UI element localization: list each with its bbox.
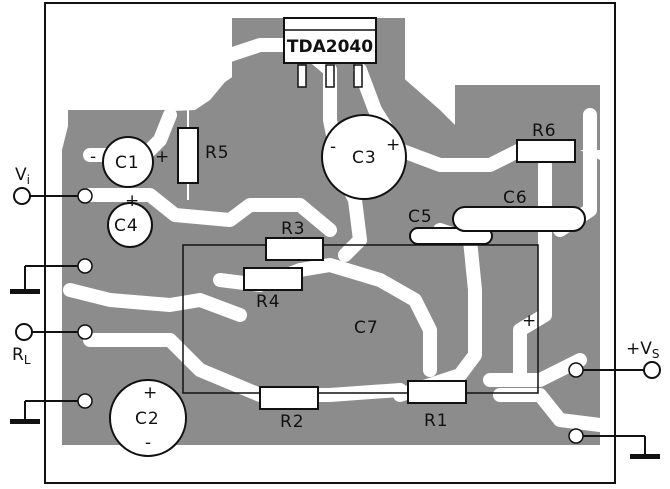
c6-body bbox=[452, 206, 586, 232]
channel-right-vertical bbox=[513, 158, 552, 387]
channel-bottom bbox=[83, 333, 407, 402]
terminal-rl-circle bbox=[15, 323, 33, 341]
terminal-rl-label: RL bbox=[12, 345, 31, 367]
terminal-vi-main: V bbox=[15, 165, 27, 185]
capacitor-c4: C4 + bbox=[107, 191, 153, 248]
terminal-vi-circle bbox=[13, 187, 31, 205]
resistor-r1: R1 bbox=[407, 380, 467, 431]
ic-body bbox=[283, 17, 377, 64]
channel-ic-right bbox=[353, 63, 527, 172]
c4-body bbox=[107, 202, 153, 248]
ic-tda2040: TDA2040 bbox=[283, 17, 377, 88]
r2-body bbox=[259, 386, 319, 410]
c3-body bbox=[321, 114, 407, 200]
ic-label: TDA2040 bbox=[287, 37, 373, 57]
c2-label: C2 bbox=[135, 409, 160, 429]
ic-pin-3 bbox=[325, 64, 335, 88]
r1-body bbox=[407, 380, 467, 404]
c6-label: C6 bbox=[503, 188, 528, 208]
r3-label: R3 bbox=[281, 219, 306, 239]
pad-gnd-in bbox=[77, 258, 93, 274]
r3-body bbox=[265, 237, 324, 261]
terminal-vs-main: +V bbox=[626, 339, 652, 359]
r4-label: R4 bbox=[256, 292, 281, 312]
terminal-vs-circle bbox=[643, 361, 661, 379]
r5-label: R5 bbox=[205, 143, 230, 163]
c7-plus: + bbox=[522, 311, 536, 331]
ground-symbol-out bbox=[10, 419, 40, 424]
ic-pin-5 bbox=[353, 64, 363, 88]
pad-vi bbox=[77, 188, 93, 204]
terminal-vs-sub: S bbox=[652, 347, 660, 361]
r4-body bbox=[243, 267, 303, 291]
c3-plus: + bbox=[386, 135, 400, 155]
terminal-vs-label: +VS bbox=[626, 339, 660, 361]
c3-label: C3 bbox=[352, 148, 377, 168]
terminal-vi-sub: i bbox=[27, 173, 30, 187]
channel-left-mid bbox=[83, 188, 337, 237]
resistor-r4: R4 bbox=[243, 267, 303, 312]
capacitor-c3: C3 + - bbox=[321, 114, 407, 200]
external-wiring bbox=[24, 195, 646, 455]
r1-label: R1 bbox=[424, 411, 449, 431]
c1-minus: - bbox=[90, 147, 96, 167]
r5-body bbox=[177, 127, 199, 184]
channel-right-mid bbox=[483, 353, 587, 387]
c1-label: C1 bbox=[115, 153, 140, 173]
channel-bottom-right bbox=[493, 388, 607, 432]
copper-top-left bbox=[68, 110, 170, 140]
ground-symbol-in bbox=[10, 289, 40, 294]
terminal-rl-main: R bbox=[12, 345, 24, 365]
capacitor-c1: C1 + - bbox=[90, 136, 169, 188]
c2-body bbox=[109, 379, 187, 457]
c4-label: C4 bbox=[114, 216, 139, 236]
pad-vs bbox=[568, 362, 584, 378]
terminal-rl-sub: L bbox=[24, 353, 31, 367]
pad-rl bbox=[77, 324, 93, 340]
resistor-r6: R6 bbox=[516, 121, 576, 163]
r2-label: R2 bbox=[280, 412, 305, 432]
copper-top-right bbox=[455, 85, 600, 150]
c1-plus: + bbox=[155, 147, 169, 167]
c4-plus: + bbox=[125, 191, 139, 211]
c2-plus: + bbox=[143, 383, 157, 403]
c3-minus: - bbox=[330, 137, 336, 157]
c1-body bbox=[102, 136, 154, 188]
r6-label: R6 bbox=[532, 121, 557, 141]
c5-label: C5 bbox=[408, 207, 433, 227]
capacitor-c6: C6 bbox=[452, 188, 586, 232]
terminal-vi-label: Vi bbox=[15, 165, 30, 187]
ic-pin-1 bbox=[297, 64, 307, 88]
r6-body bbox=[516, 139, 576, 163]
capacitor-c2: C2 + - bbox=[109, 379, 187, 457]
resistor-r3: R3 bbox=[265, 219, 324, 261]
capacitor-c7-label-group: C7 + bbox=[354, 311, 536, 338]
ground-symbol-supply bbox=[630, 454, 660, 459]
c2-minus: - bbox=[145, 433, 151, 453]
resistor-r5: R5 bbox=[177, 100, 230, 200]
pad-gnd-supply bbox=[568, 428, 584, 444]
channel-left-lower bbox=[63, 283, 247, 322]
solder-pads bbox=[77, 188, 584, 444]
c7-label: C7 bbox=[354, 318, 379, 338]
resistor-r2: R2 bbox=[259, 386, 319, 432]
component-frame bbox=[182, 244, 539, 394]
pad-gnd-out bbox=[77, 393, 93, 409]
